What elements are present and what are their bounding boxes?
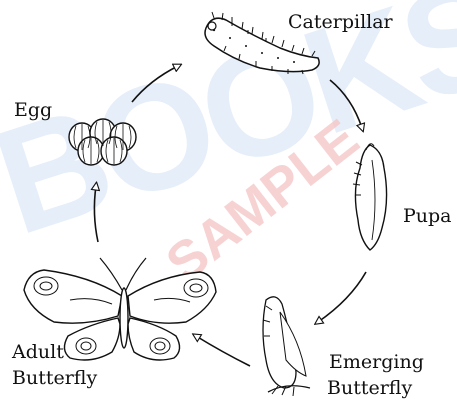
egg-cluster	[69, 119, 136, 165]
label-emerging-line1: Emerging	[329, 352, 424, 374]
label-egg: Egg	[14, 100, 52, 122]
arrow-pupa-to-emerging	[318, 272, 366, 322]
label-adult-line2: Butterfly	[12, 368, 97, 390]
arrow-caterpillar-to-pupa	[330, 80, 362, 128]
arrow-emerging-to-adult	[196, 336, 250, 366]
pupa-drawing	[353, 144, 387, 250]
label-pupa: Pupa	[403, 206, 452, 228]
label-emerging-line2: Butterfly	[327, 378, 412, 400]
label-caterpillar: Caterpillar	[288, 12, 393, 34]
label-adult-line1: Adult	[12, 342, 64, 364]
arrow-adult-to-egg	[94, 186, 98, 242]
emerging-butterfly-drawing	[263, 297, 310, 396]
arrow-egg-to-caterpillar	[132, 66, 178, 102]
